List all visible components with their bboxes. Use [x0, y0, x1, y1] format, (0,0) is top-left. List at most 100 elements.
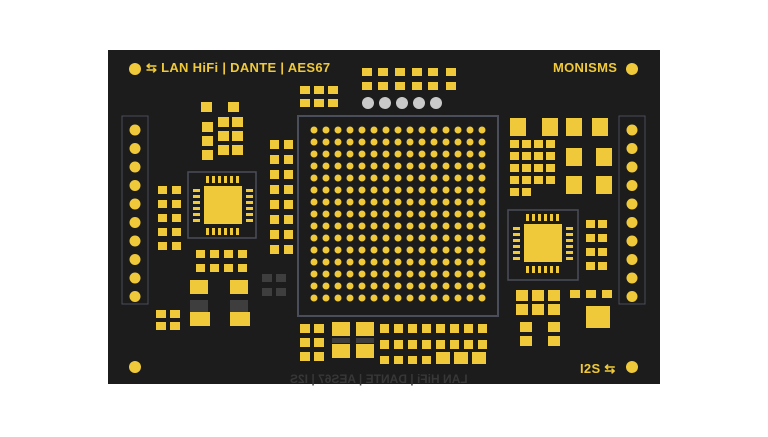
- test-point: [430, 97, 442, 109]
- bga-ball: [382, 234, 390, 242]
- mid-passive-pad: [270, 215, 279, 224]
- bga-ball: [418, 222, 426, 230]
- right-qfn-pin: [532, 266, 535, 273]
- left-passive-pad: [276, 274, 286, 282]
- right-passive-pad: [534, 164, 543, 172]
- bga-ball: [442, 270, 450, 278]
- bga-ball: [406, 150, 414, 158]
- right-qfn-pin: [513, 257, 520, 260]
- bga-ball: [406, 258, 414, 266]
- bga-ball: [370, 294, 378, 302]
- right-passive-pad: [546, 176, 555, 184]
- bottom-large-pad: [356, 322, 374, 336]
- bga-ball: [478, 198, 486, 206]
- bga-ball: [370, 246, 378, 254]
- right-qfn-pin: [550, 214, 553, 221]
- bottom-passive-pad: [314, 352, 324, 361]
- right-qfn-outline: [507, 209, 579, 281]
- bga-ball: [358, 258, 366, 266]
- bga-ball: [310, 234, 318, 242]
- bottom-right-label: I2S ⇆: [580, 362, 616, 376]
- left-qfn-pin: [230, 176, 233, 183]
- bottom-passive-pad: [394, 324, 403, 333]
- left-header-outline: [121, 115, 149, 305]
- bga-ball: [358, 282, 366, 290]
- bga-ball: [382, 138, 390, 146]
- bga-ball: [370, 138, 378, 146]
- bga-ball: [382, 282, 390, 290]
- bga-ball: [322, 150, 330, 158]
- right-header-pin: [626, 235, 638, 247]
- right-qfn-pin: [513, 239, 520, 242]
- mid-passive-pad: [270, 140, 279, 149]
- bga-ball: [454, 282, 462, 290]
- bga-ball: [406, 174, 414, 182]
- left-passive-pad: [158, 200, 167, 208]
- right-large-pad: [548, 322, 560, 332]
- left-passive-pad: [262, 288, 272, 296]
- left-qfn-pin: [193, 195, 200, 198]
- bga-ball: [418, 270, 426, 278]
- bga-ball: [322, 234, 330, 242]
- bga-ball: [454, 270, 462, 278]
- left-header-pin: [129, 254, 141, 265]
- top-left-label-text: LAN HiFi | DANTE | AES67: [161, 60, 331, 75]
- bga-ball: [418, 294, 426, 302]
- right-passive-pad: [534, 140, 543, 148]
- bga-ball: [478, 258, 486, 266]
- bga-ball: [322, 138, 330, 146]
- left-qfn-pin: [246, 189, 253, 192]
- left-passive-pad: [172, 228, 181, 236]
- bga-ball: [382, 162, 390, 170]
- left-qfn-pin: [212, 228, 215, 235]
- bga-ball: [382, 258, 390, 266]
- bga-ball: [454, 174, 462, 182]
- bga-ball: [478, 282, 486, 290]
- bga-ball: [478, 126, 486, 134]
- bga-ball: [394, 234, 402, 242]
- bottom-passive-pad: [394, 340, 403, 349]
- right-passive-pad: [586, 262, 595, 270]
- bga-ball: [466, 282, 474, 290]
- left-passive-pad: [228, 102, 239, 112]
- bga-ball: [418, 138, 426, 146]
- mid-passive-pad: [270, 170, 279, 179]
- bga-ball: [442, 198, 450, 206]
- right-passive-pad: [522, 140, 531, 148]
- bga-ball: [358, 234, 366, 242]
- bga-ball: [394, 294, 402, 302]
- bga-ball: [370, 282, 378, 290]
- bga-ball: [334, 282, 342, 290]
- top-smd-pad: [314, 99, 324, 107]
- bga-ball: [478, 210, 486, 218]
- right-header-pin: [626, 291, 638, 302]
- bga-ball: [358, 270, 366, 278]
- bga-ball: [394, 138, 402, 146]
- bga-ball: [358, 174, 366, 182]
- left-qfn-pin: [236, 176, 239, 183]
- bottom-gray-pad: [332, 338, 350, 343]
- bga-ball: [346, 186, 354, 194]
- right-header-pin: [626, 161, 638, 173]
- left-passive-pad: [172, 200, 181, 208]
- bga-ball: [322, 174, 330, 182]
- right-large-pad: [566, 118, 582, 136]
- right-large-pad: [532, 304, 544, 315]
- bottom-passive-pad: [450, 324, 459, 333]
- mid-passive-pad: [284, 215, 293, 224]
- left-qfn-pin: [193, 219, 200, 222]
- left-header-pin: [129, 198, 141, 210]
- left-qfn-pin: [212, 176, 215, 183]
- bga-ball: [466, 222, 474, 230]
- left-passive-pad: [196, 264, 205, 272]
- left-qfn-pin: [193, 213, 200, 216]
- bga-ball: [454, 222, 462, 230]
- left-qfn-pin: [246, 201, 253, 204]
- right-passive-pad: [534, 176, 543, 184]
- bga-ball: [310, 162, 318, 170]
- left-qfn-pin: [206, 176, 209, 183]
- bga-ball: [418, 198, 426, 206]
- right-passive-pad: [510, 176, 519, 184]
- bga-ball: [394, 186, 402, 194]
- mid-passive-pad: [284, 185, 293, 194]
